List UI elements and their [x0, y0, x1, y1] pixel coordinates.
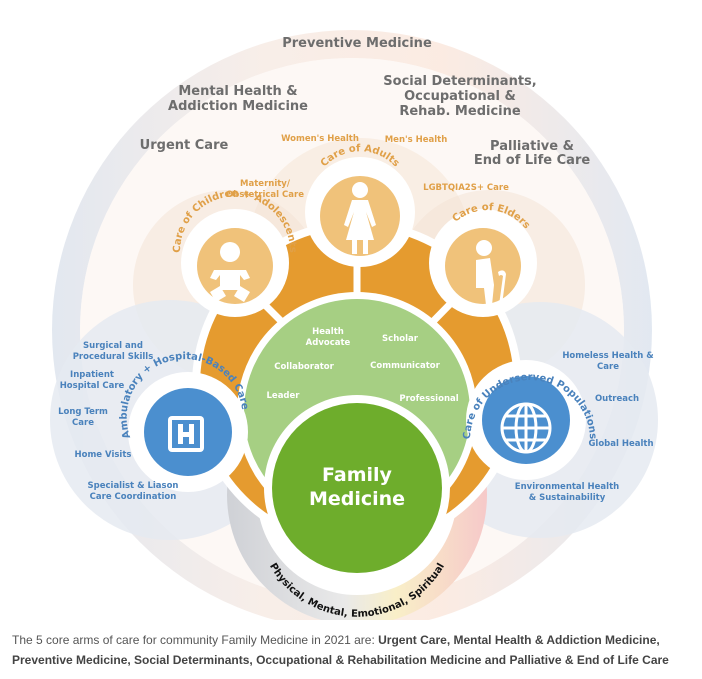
role-health-advocate-line2: Advocate: [306, 338, 351, 348]
item-surgical-line1: Surgical and: [83, 341, 143, 351]
item-specialist-line2: Care Coordination: [90, 492, 177, 502]
label-mens-health: Men's Health: [385, 135, 448, 145]
caption-arms-list: Urgent Care, Mental Health & Addiction M…: [12, 633, 669, 667]
item-inpatient-line2: Hospital Care: [60, 381, 125, 391]
ambulatory-hospital-node[interactable]: [128, 372, 248, 492]
globe-icon: [500, 402, 552, 454]
hospital-icon: [168, 416, 204, 452]
arm-urgent-care: Urgent Care: [140, 138, 229, 153]
center-title-line2: Medicine: [309, 488, 405, 510]
arm-preventive-medicine: Preventive Medicine: [282, 36, 432, 51]
label-lgbtqia: LGBTQIA2S+ Care: [423, 183, 509, 193]
underserved-populations-node[interactable]: [466, 360, 586, 480]
role-health-advocate-line1: Health: [312, 327, 344, 337]
role-collaborator: Collaborator: [274, 362, 334, 372]
label-maternity-line1: Maternity/: [240, 179, 291, 189]
center-title-line1: Family: [322, 464, 393, 486]
item-global-health: Global Health: [588, 439, 653, 449]
item-home-visits: Home Visits: [75, 450, 132, 460]
label-womens-health: Women's Health: [281, 134, 359, 144]
item-environmental-line1: Environmental Health: [515, 482, 619, 492]
item-longterm-line1: Long Term: [58, 407, 108, 417]
item-inpatient-line1: Inpatient: [70, 370, 114, 380]
care-of-children-node[interactable]: [181, 209, 289, 317]
item-environmental-line2: & Sustainability: [529, 493, 606, 503]
arm-social-line2: Occupational &: [404, 89, 516, 104]
role-communicator: Communicator: [370, 361, 440, 371]
arm-social-line3: Rehab. Medicine: [399, 104, 521, 119]
role-leader: Leader: [267, 391, 301, 401]
role-scholar: Scholar: [382, 334, 419, 344]
item-homeless-line2: Care: [597, 362, 619, 372]
item-surgical-line2: Procedural Skills: [73, 352, 154, 362]
item-homeless-line1: Homeless Health &: [562, 351, 654, 361]
item-specialist-line1: Specialist & Liason: [88, 481, 179, 491]
caption-intro: The 5 core arms of care for community Fa…: [12, 633, 379, 647]
arm-palliative-line1: Palliative &: [490, 139, 574, 154]
label-maternity-line2: Obstetrical Care: [226, 190, 304, 200]
role-professional: Professional: [399, 394, 458, 404]
care-of-elders-node[interactable]: [429, 209, 537, 317]
arm-mental-health-line1: Mental Health &: [178, 84, 297, 99]
woman-icon: [344, 182, 376, 254]
item-outreach: Outreach: [595, 394, 639, 404]
baby-icon: [210, 242, 250, 302]
item-longterm-line2: Care: [72, 418, 94, 428]
arm-palliative-line2: End of Life Care: [474, 153, 591, 168]
family-medicine-core: [272, 403, 442, 573]
caption: The 5 core arms of care for community Fa…: [12, 630, 692, 670]
elder-icon: [476, 240, 506, 305]
arm-mental-health-line2: Addiction Medicine: [168, 99, 308, 114]
arm-social-line1: Social Determinants,: [383, 74, 536, 89]
care-of-adults-node[interactable]: [305, 157, 415, 267]
family-medicine-diagram: Preventive Medicine Mental Health & Addi…: [50, 30, 658, 620]
